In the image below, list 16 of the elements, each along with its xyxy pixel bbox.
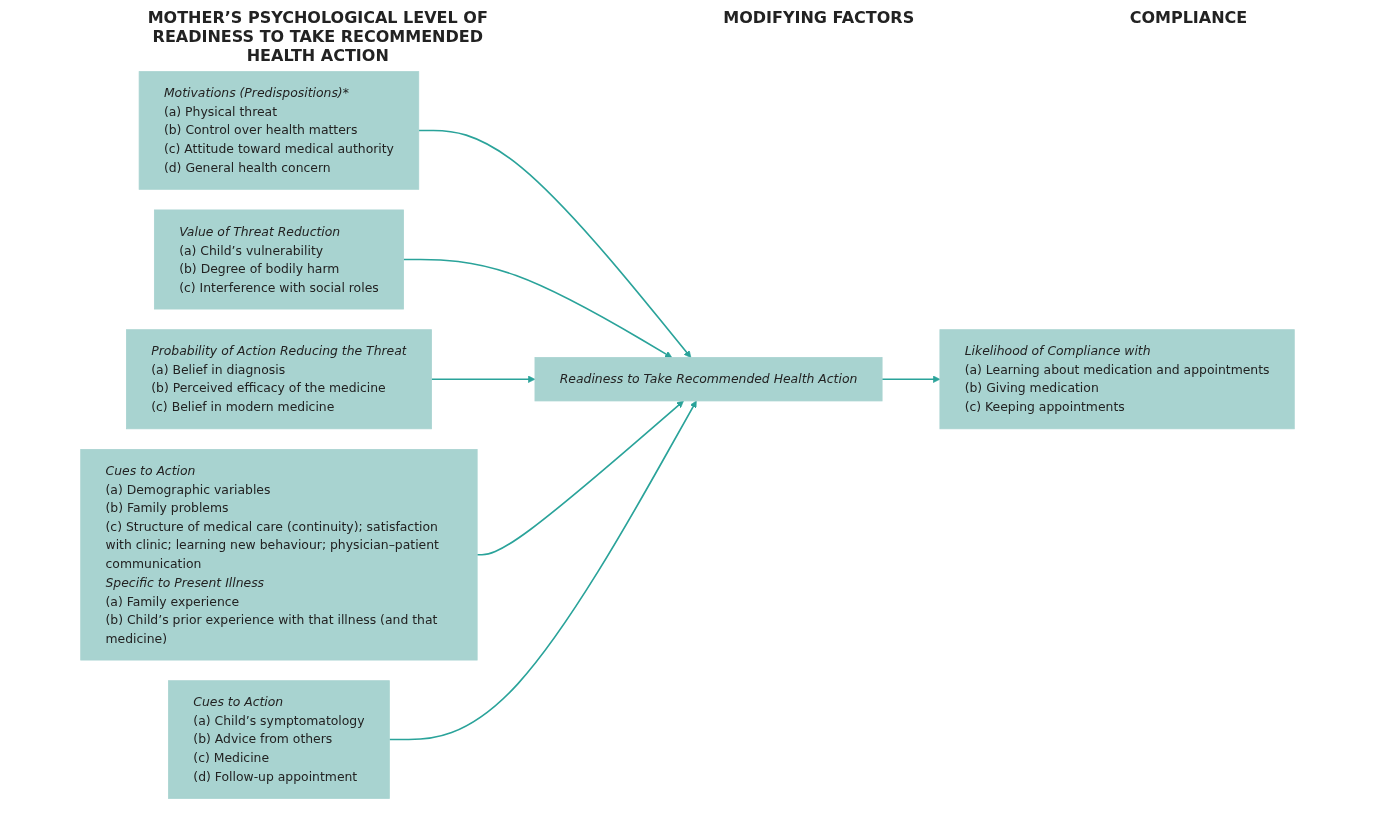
node-box: Value of Threat Reduction (a) Child’s vulnerability (b) Degree of bodily harm (c) Interference with social roles bbox=[153, 209, 404, 310]
column-heading: COMPLIANCE bbox=[1129, 8, 1248, 29]
node-box: Readiness to Take Recommended Health Action bbox=[534, 357, 883, 402]
arrow bbox=[476, 400, 684, 556]
arrow bbox=[881, 375, 941, 383]
arrow bbox=[388, 400, 697, 741]
node-box: Likelihood of Compliance with (a) Learning about medication and appointments (b) Giving medication (c) Keeping appointments bbox=[939, 329, 1295, 430]
arrow bbox=[402, 258, 673, 358]
arrow bbox=[417, 129, 692, 358]
column-heading: MODIFYING FACTORS bbox=[723, 8, 915, 29]
node-box: Probability of Action Reducing the Threat (a) Belief in diagnosis (b) Perceived efficacy of the medicine (c) Belief in modern medicine bbox=[126, 329, 432, 430]
node-box: Cues to Action (a) Child’s symptomatology (b) Advice from others (c) Medicine (d) Follow-up appointment bbox=[168, 680, 390, 799]
column-heading: MOTHER’S PSYCHOLOGICAL LEVEL OF READINESS TO TAKE RECOMMENDED HEALTH ACTION bbox=[146, 8, 489, 65]
arrow bbox=[430, 375, 536, 383]
node-box: Motivations (Predispositions)* (a) Physical threat (b) Control over health matters (c) Attitude toward medical authority (d) General health concern bbox=[138, 71, 420, 190]
node-box: Cues to Action (a) Demographic variables (b) Family problems (c) Structure of medical care (continuity); satisfaction with clinic; learning new behaviour; physician–patient communication Specific to Present Illness (a) Family experience (b) Child’s prior experience with that illness (and that medicine) bbox=[80, 449, 478, 661]
